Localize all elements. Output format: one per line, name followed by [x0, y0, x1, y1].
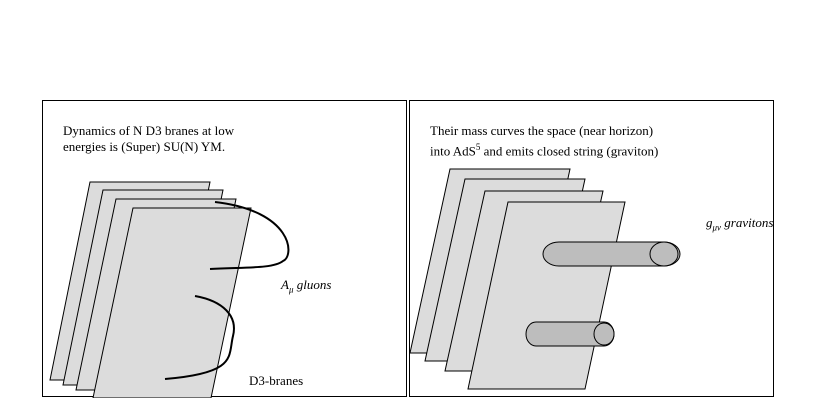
left-branes-drawing	[49, 181, 290, 398]
gluon-string-lower	[164, 295, 235, 380]
right-caption-pre: into AdS	[430, 143, 476, 159]
brane-sheet-4	[92, 207, 252, 398]
gluon-symbol: A	[281, 277, 289, 292]
gluon-label: Aμ gluons	[281, 277, 331, 295]
branes-label: D3-branes	[249, 373, 304, 388]
graviton-word: gravitons	[724, 215, 774, 230]
right-caption-sup: 5	[475, 142, 481, 152]
left-caption-line-1: Dynamics of N D3 branes at low	[63, 123, 235, 138]
graviton-tube-upper	[542, 241, 681, 267]
graviton-label: gμν gravitons	[706, 215, 773, 233]
gluon-subscript: μ	[288, 284, 294, 295]
left-panel: Dynamics of N D3 branes at low energies …	[42, 100, 407, 398]
right-branes-drawing	[410, 168, 681, 390]
right-caption-line-2: into AdS5 and emits closed string (gravi…	[430, 139, 658, 159]
right-caption-post: and emits closed string (graviton)	[480, 143, 659, 159]
graviton-tube-lower	[525, 321, 615, 347]
graviton-symbol: g	[706, 215, 713, 230]
gluon-string-upper	[209, 201, 290, 270]
right-caption: Their mass curves the space (near horizo…	[430, 123, 658, 159]
gluon-word: gluons	[296, 277, 332, 292]
right-caption-line-1: Their mass curves the space (near horizo…	[430, 123, 654, 138]
graviton-subscript: μν	[712, 222, 722, 233]
right-panel: Their mass curves the space (near horizo…	[409, 100, 774, 397]
left-caption: Dynamics of N D3 branes at low energies …	[63, 123, 234, 155]
left-caption-line-2: energies is (Super) SU(N) YM.	[63, 139, 226, 154]
